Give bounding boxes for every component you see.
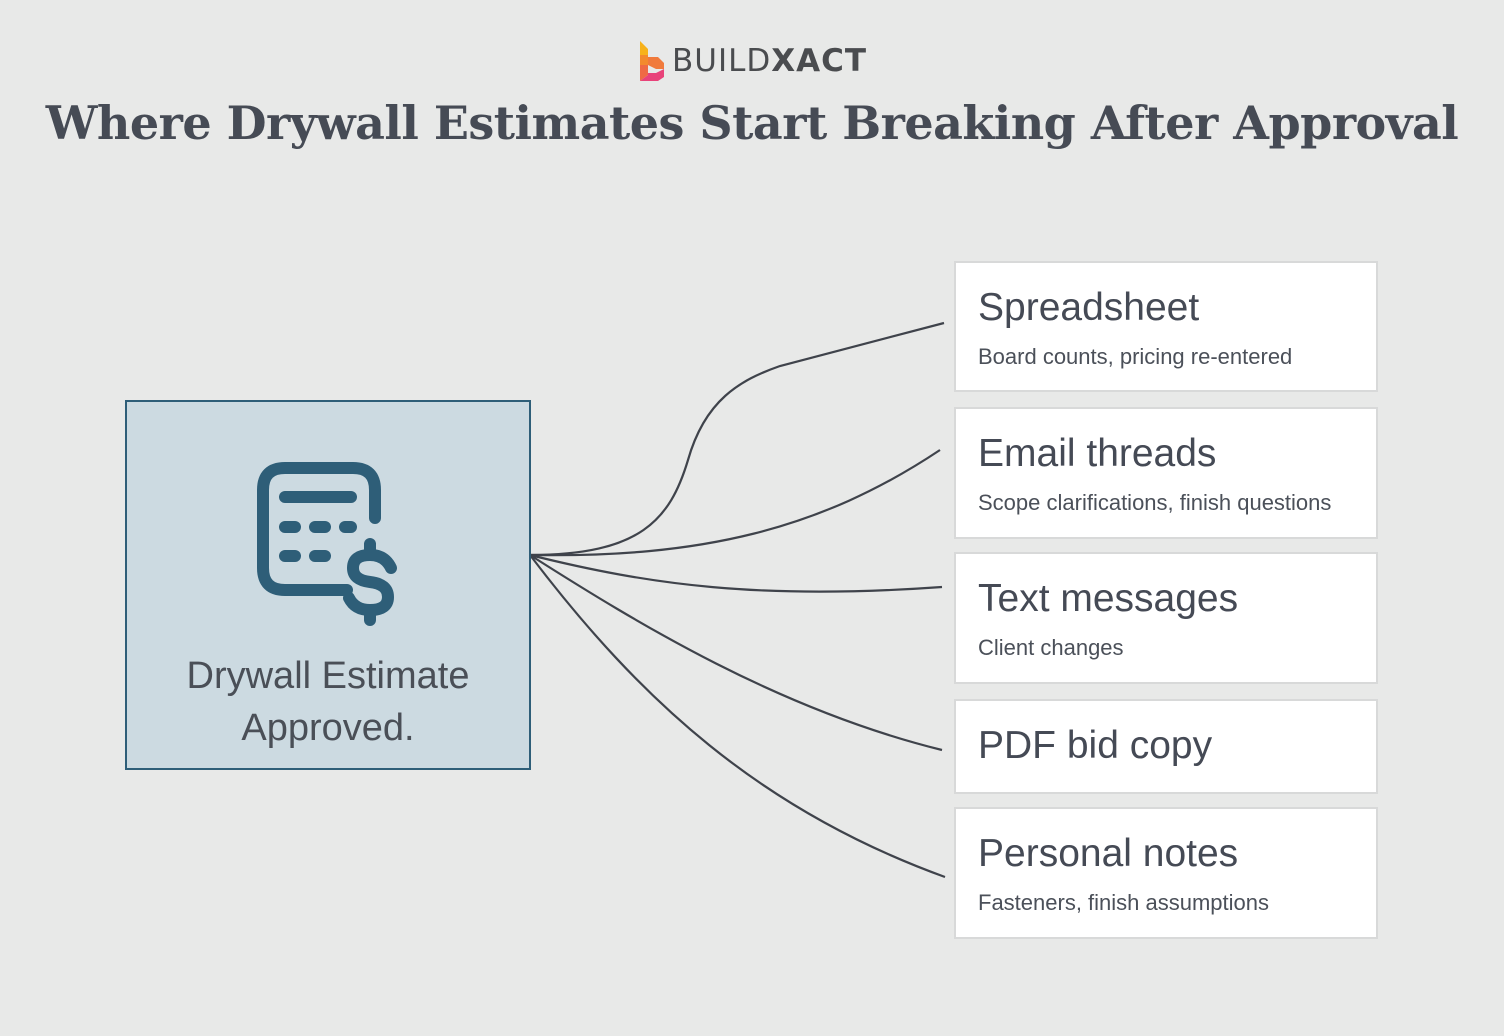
card-title: Email threads	[978, 432, 1217, 475]
connector-notes	[529, 554, 946, 879]
card-title: Text messages	[978, 577, 1239, 620]
hub-drywall-estimate: Drywall Estimate Approved.	[125, 400, 531, 770]
card-subtitle: Board counts, pricing re-entered	[978, 344, 1293, 369]
card-title: Personal notes	[978, 832, 1239, 875]
hub-label-line2: Approved.	[241, 707, 415, 749]
connector-text	[529, 553, 943, 593]
card-pdf-bid-copy: PDF bid copy	[954, 699, 1378, 794]
brand-wordmark-light: BUILD	[672, 43, 772, 79]
card-title: Spreadsheet	[978, 286, 1200, 329]
card-title: PDF bid copy	[978, 724, 1213, 767]
hub-label: Drywall Estimate Approved.	[127, 650, 529, 754]
card-personal-notes: Personal notes Fasteners, finish assumpt…	[954, 807, 1378, 939]
calculator-dollar-icon	[257, 462, 397, 626]
card-text-messages: Text messages Client changes	[954, 552, 1378, 684]
card-spreadsheet: Spreadsheet Board counts, pricing re-ent…	[954, 261, 1378, 392]
buildxact-b-icon	[640, 41, 664, 81]
buildxact-logo: BUILDXACT	[638, 38, 867, 84]
brand-wordmark: BUILDXACT	[672, 38, 867, 84]
card-email-threads: Email threads Scope clarifications, fini…	[954, 407, 1378, 539]
connector-pdf	[529, 554, 943, 752]
connector-email	[529, 449, 941, 557]
connector-spreadsheet	[529, 321, 945, 557]
page-title: Where Drywall Estimates Start Breaking A…	[45, 96, 1459, 150]
card-subtitle: Client changes	[978, 635, 1124, 660]
hub-label-line1: Drywall Estimate	[186, 655, 470, 697]
brand-wordmark-bold: XACT	[771, 43, 868, 79]
card-subtitle: Scope clarifications, finish questions	[978, 490, 1332, 515]
card-subtitle: Fasteners, finish assumptions	[978, 890, 1270, 915]
